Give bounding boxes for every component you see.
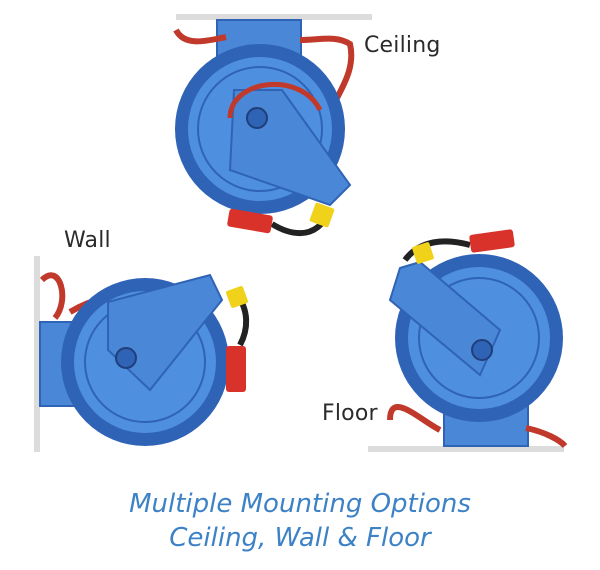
label-ceiling: Ceiling [364, 33, 441, 58]
caption-line-1: Multiple Mounting Options [129, 489, 471, 519]
label-floor: Floor [322, 401, 378, 426]
ceiling-reel-hub [246, 107, 268, 129]
wall-nozzle [226, 346, 246, 392]
floor-reel-ring [418, 277, 540, 399]
wall-yellow-tag [226, 286, 248, 308]
caption-line-2: Ceiling, Wall & Floor [169, 523, 431, 553]
floor-reel-hub [471, 339, 493, 361]
ceiling-hose-wrap [227, 81, 323, 119]
floor-surface [368, 446, 564, 452]
ceiling-nozzle [227, 208, 273, 234]
ceiling-surface [176, 14, 372, 20]
floor-yellow-tag [412, 242, 434, 264]
wall-reel-hub [115, 347, 137, 369]
ceiling-reel-ring [197, 66, 323, 192]
floor-hose [387, 404, 568, 449]
floor-nozzle [469, 229, 515, 253]
ceiling-hose [173, 28, 355, 114]
label-wall: Wall [64, 228, 111, 253]
floor-hose-guard [402, 238, 471, 262]
wall-surface [34, 256, 40, 452]
ceiling-yellow-tag [309, 202, 335, 228]
